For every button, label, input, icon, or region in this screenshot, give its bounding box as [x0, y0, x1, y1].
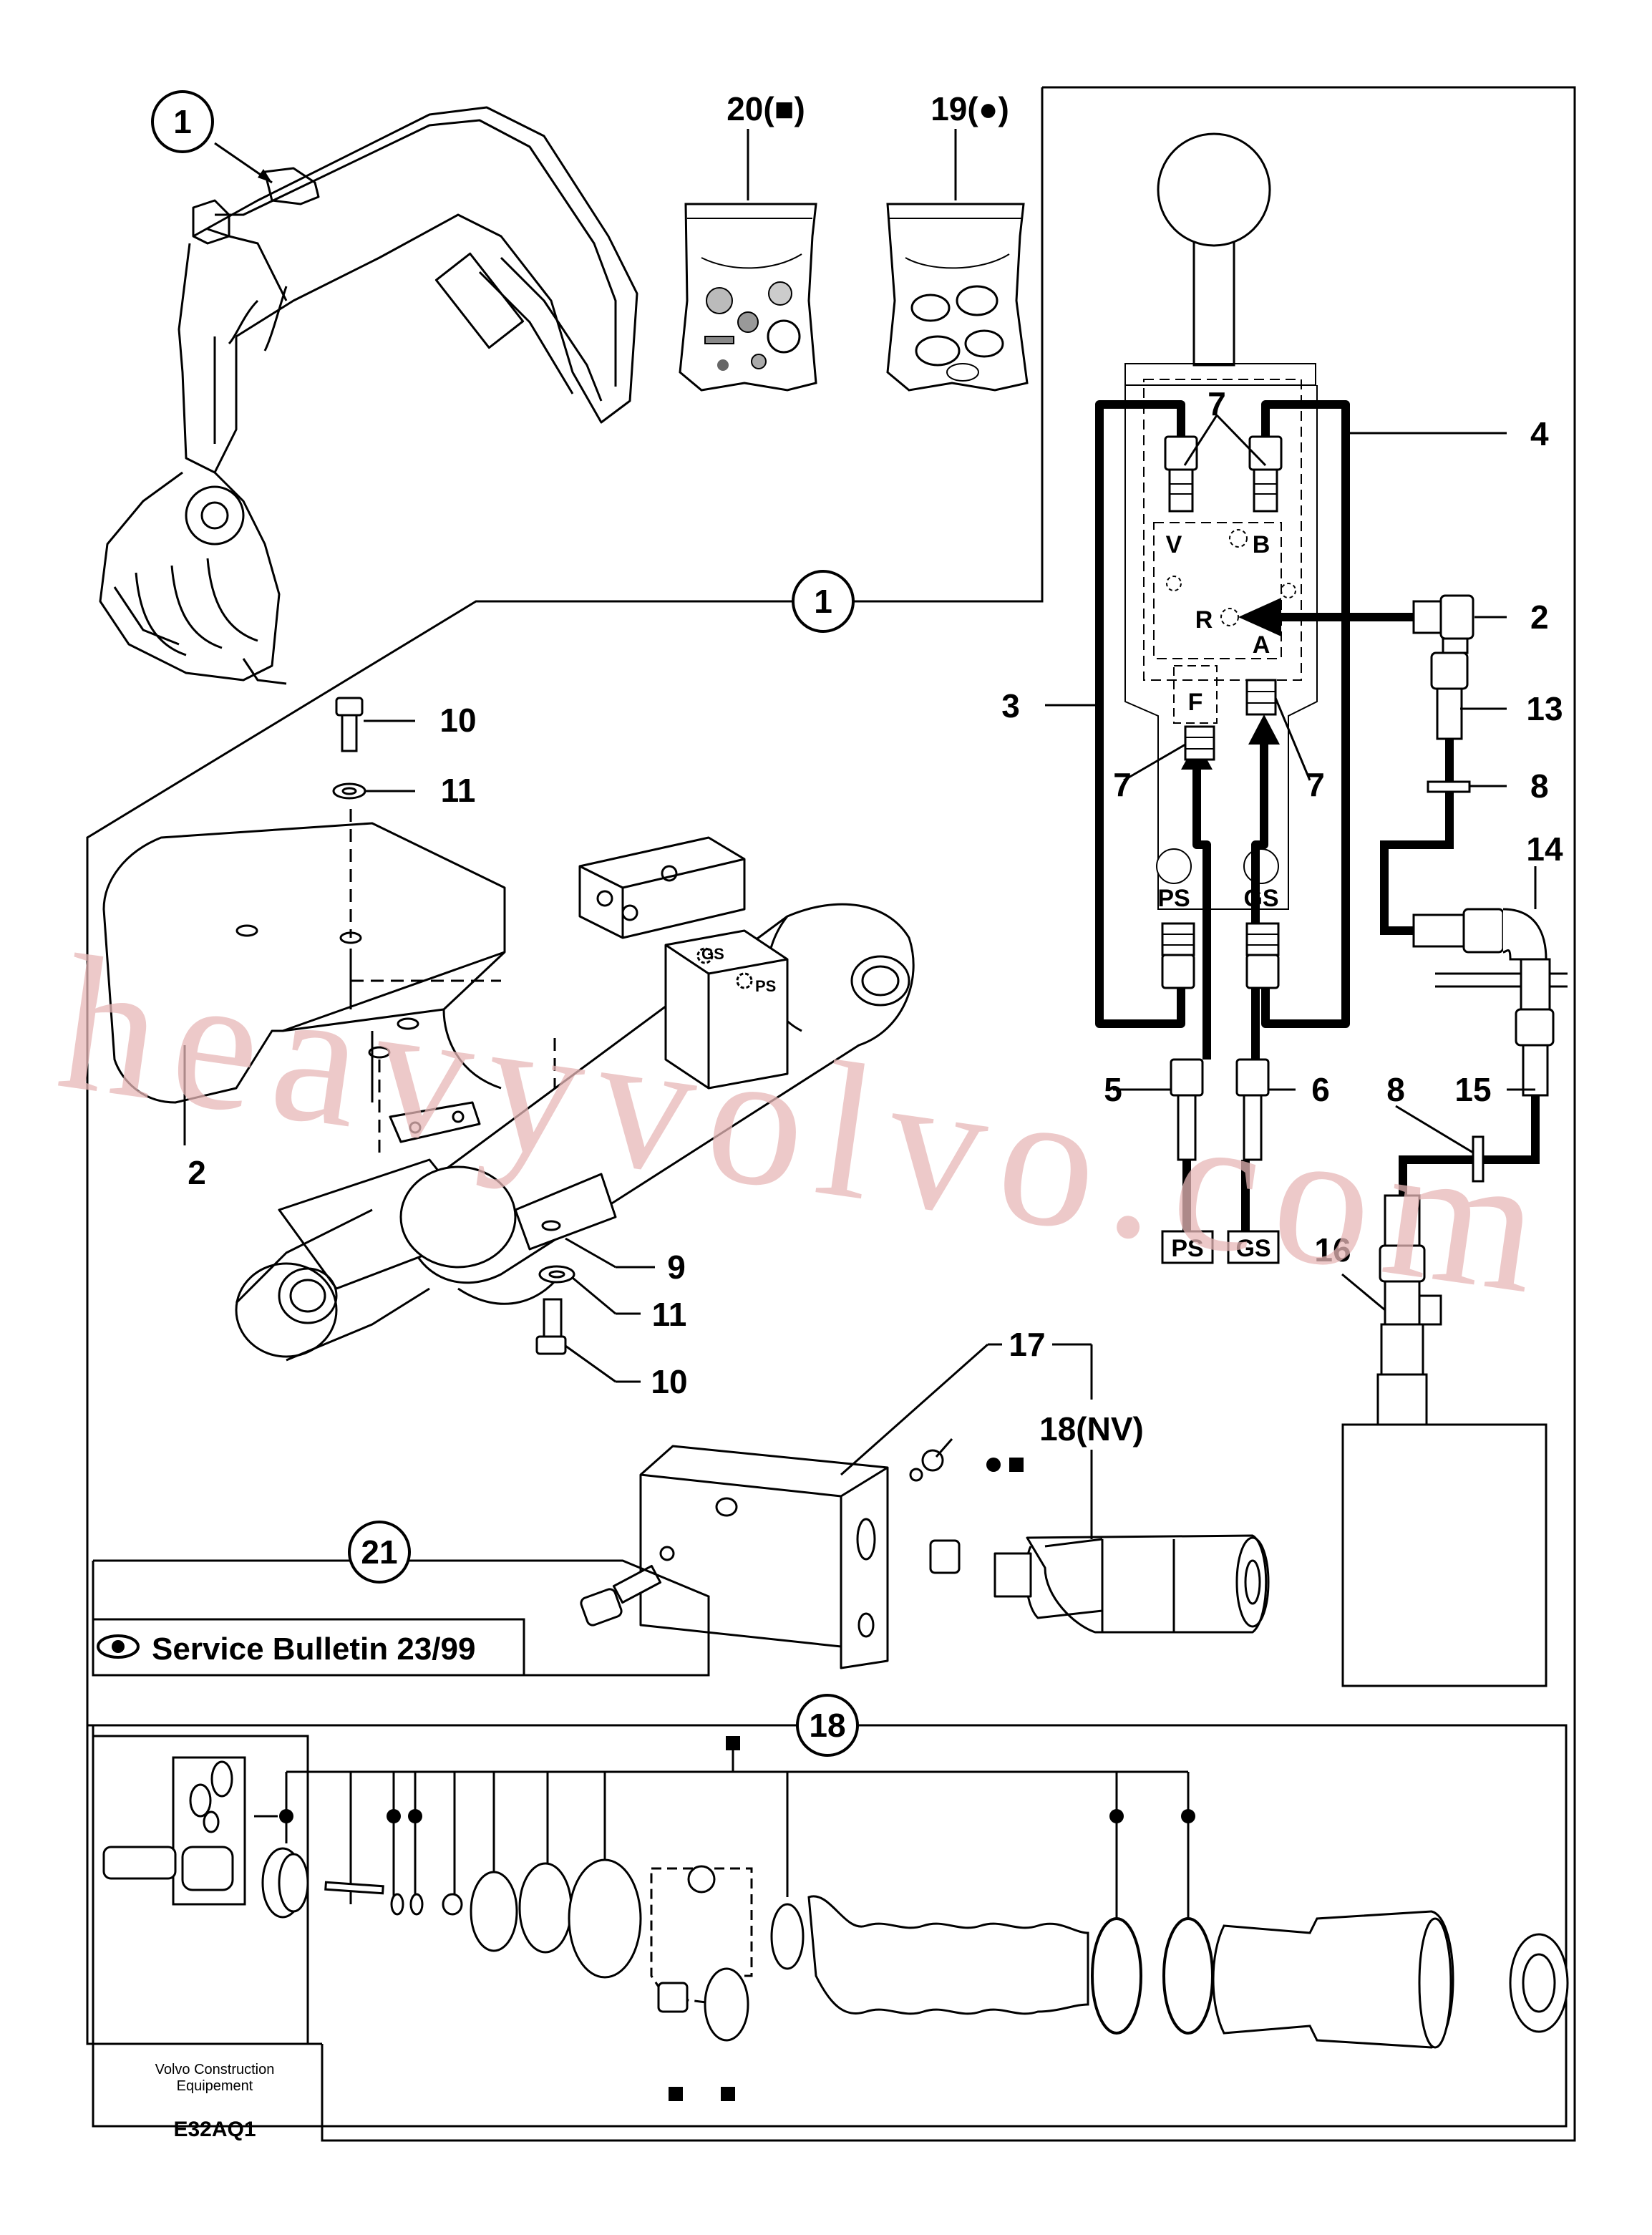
- label-15: 15: [1454, 1071, 1491, 1108]
- port-r: R: [1195, 606, 1213, 634]
- label-6: 6: [1311, 1071, 1330, 1108]
- block-ps-label: PS: [755, 977, 776, 995]
- port-b: B: [1253, 531, 1270, 558]
- label-17: 17: [1009, 1326, 1045, 1363]
- exploded-view-18: 18: [92, 1694, 1569, 2128]
- kit-20-label: 20(■): [727, 90, 805, 127]
- label-8-lower: 8: [1386, 1071, 1405, 1108]
- label-8-upper: 8: [1530, 767, 1549, 805]
- boom-cylinder-assembly: [102, 809, 915, 1362]
- label-2-valve: 2: [1530, 598, 1549, 636]
- label-11-bottom: 11: [652, 1296, 687, 1333]
- label-5: 5: [1104, 1071, 1122, 1108]
- callout-1-top-text: 1: [173, 103, 192, 140]
- label-13: 13: [1526, 690, 1563, 727]
- kit-20-bag: 20(■): [679, 90, 817, 392]
- label-2-cylinder: 2: [188, 1154, 206, 1191]
- kit-19-bag: 19(●): [886, 90, 1029, 392]
- label-10-bottom: 10: [651, 1363, 687, 1400]
- callout-18-text: 18: [809, 1707, 845, 1744]
- port-f: F: [1188, 689, 1203, 716]
- label-7-top: 7: [1208, 385, 1226, 422]
- valve-leader-lines: [1045, 414, 1537, 1312]
- label-11-top: 11: [441, 772, 476, 809]
- relief-leaders: [840, 1343, 1093, 1539]
- port-a: A: [1253, 631, 1270, 659]
- footer-code: E32AQ1: [173, 2118, 256, 2141]
- port-v: V: [1166, 531, 1182, 558]
- excavator-arm-illustration: [99, 106, 638, 685]
- port-gs: GS: [1243, 885, 1278, 912]
- label-10-top: 10: [439, 702, 476, 739]
- tag-gs: GS: [1235, 1235, 1270, 1262]
- bolts-and-washers: [332, 697, 575, 1355]
- service-bulletin-text: Service Bulletin 23/99: [152, 1632, 475, 1667]
- callout-1-top: 1: [151, 90, 273, 184]
- footer-company-line1: Volvo Construction: [155, 2062, 275, 2078]
- kit-19-label: 19(●): [931, 90, 1009, 127]
- part-labels: 7 4 2 3 13 7 7 8 14 5 6 8 15 16 10 11 2 …: [188, 385, 1563, 1448]
- footer-company-line2: Equipement: [176, 2078, 253, 2094]
- callout-21-text: 21: [361, 1533, 397, 1571]
- cylinder-leader-lines: [183, 719, 655, 1383]
- label-3: 3: [1001, 687, 1020, 724]
- label-7-left: 7: [1113, 766, 1132, 803]
- tag-ps: PS: [1171, 1235, 1203, 1262]
- callout-1-mid: 1: [792, 570, 855, 633]
- label-14: 14: [1526, 830, 1563, 868]
- callout-1-mid-text: 1: [814, 583, 832, 620]
- block-gs-label: GS: [701, 945, 724, 963]
- relief-valve-assembly: [580, 1438, 1270, 1669]
- footer-company: Volvo Construction Equipement: [86, 2062, 344, 2095]
- label-16: 16: [1314, 1231, 1351, 1269]
- label-4: 4: [1530, 415, 1549, 452]
- joystick-valve: V B R A F PS GS: [1095, 132, 1568, 1687]
- eye-icon: [97, 1634, 140, 1659]
- label-9: 9: [667, 1249, 686, 1286]
- label-7-right: 7: [1306, 766, 1325, 803]
- service-bulletin-box: 21 Service Bulletin 23/99: [92, 1521, 710, 1677]
- label-18-nv: 18(NV): [1039, 1410, 1144, 1448]
- block-port-labels: GS PS: [701, 945, 776, 995]
- relief-kit-marks: [986, 1458, 1024, 1472]
- port-ps: PS: [1157, 885, 1190, 912]
